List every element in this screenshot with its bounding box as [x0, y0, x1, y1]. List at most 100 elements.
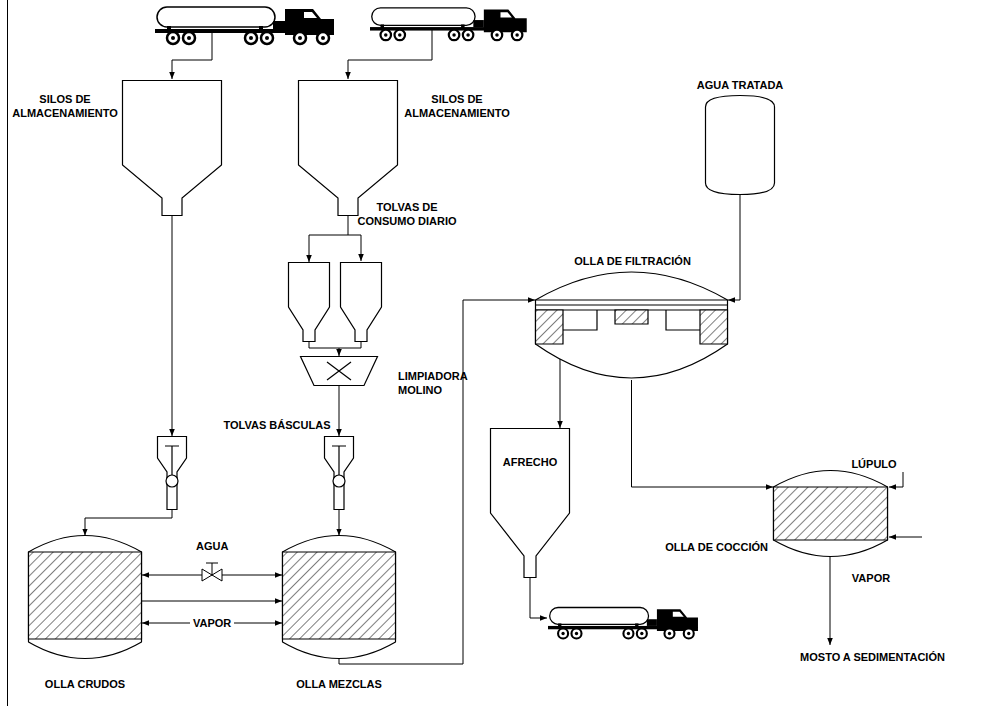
flow-line — [309, 342, 339, 356]
vessel-stroke — [165, 446, 179, 475]
tanker-truck — [370, 8, 527, 40]
frame-line — [7, 0, 8, 706]
equipment-label: TOLVAS BÁSCULAS — [222, 418, 332, 432]
feed-line — [348, 30, 432, 79]
vessel-outline — [773, 462, 888, 567]
daily-hoppers: TOLVAS DE CONSUMO DIARIO — [288, 200, 462, 342]
stream-label: LÚPULO — [846, 457, 902, 471]
vessel-drawing — [705, 95, 775, 195]
vessel-stroke — [29, 536, 142, 659]
feed-line — [889, 472, 903, 487]
flow-line — [560, 359, 561, 428]
feed-line — [172, 30, 212, 79]
vessel-stroke — [166, 475, 178, 487]
merge-line — [339, 342, 361, 348]
vessel-stroke — [289, 263, 330, 342]
vessel-drawing — [324, 436, 354, 510]
equipment-label: SILOS DE ALMACENAMIENTO — [8, 92, 122, 120]
discharge-line — [530, 578, 547, 618]
lauter-tun: OLLA DE FILTRACIÓN — [535, 254, 728, 380]
vessel-stroke — [325, 437, 354, 510]
vessel-drawing — [28, 527, 142, 667]
vessel-outline — [157, 436, 187, 510]
cereal-cooker: OLLA CRUDOS — [28, 527, 142, 691]
vessel-stroke — [706, 96, 775, 195]
equipment-label: TOLVAS DE CONSUMO DIARIO — [352, 200, 462, 228]
equipment-label: OLLA CRUDOS — [28, 677, 142, 691]
line-label: AGUA — [193, 539, 231, 553]
tanker-truck — [155, 7, 334, 44]
vessel-stroke — [341, 263, 382, 342]
vessel-drawing — [773, 462, 888, 567]
vessel-stroke — [283, 552, 396, 639]
stream-label: MOSTO A SEDIMENTACIÓN — [780, 650, 965, 664]
vessel-outline — [535, 272, 728, 380]
vessel-stroke — [327, 362, 351, 380]
vessel-stroke — [158, 437, 187, 510]
vessel-drawing — [490, 428, 570, 578]
equipment-label: OLLA DE COCCIÓN — [663, 540, 768, 554]
flow-line — [309, 216, 348, 262]
vessel-stroke — [563, 310, 700, 330]
flow-line — [339, 510, 340, 536]
equipment-label: SILOS DE ALMACENAMIENTO — [400, 92, 514, 120]
vessel-drawing — [298, 80, 398, 216]
mash-tun: OLLA MEZCLAS — [282, 527, 396, 691]
vessel-drawing — [282, 527, 396, 667]
vessel-stroke — [774, 471, 888, 557]
equipment-label: OLLA MEZCLAS — [282, 677, 396, 691]
vessel-outline — [340, 262, 382, 342]
flow-line — [172, 216, 173, 436]
outlet-line — [830, 557, 831, 645]
wort-kettle: OLLA DE COCCIÓN — [663, 462, 888, 567]
equipment-label: LIMPIADORA MOLINO — [398, 369, 478, 397]
flow-line — [339, 386, 340, 436]
vessel-stroke — [333, 475, 345, 487]
storage-silo: SILOS DE ALMACENAMIENTO — [298, 80, 514, 216]
vessel-outline — [490, 428, 570, 578]
vessel-drawing — [122, 80, 222, 216]
split-line — [348, 235, 361, 261]
equipment-label: AGUA TRATADA — [690, 78, 790, 92]
vessel-stroke — [332, 446, 346, 475]
flow-line — [632, 380, 774, 487]
vessel-drawing — [300, 356, 378, 386]
vessel-drawing — [535, 272, 728, 380]
vessel-drawing — [288, 262, 330, 342]
vessel-stroke — [299, 81, 398, 216]
feed-line — [889, 537, 922, 538]
vessel-outline — [282, 527, 396, 667]
vessel-stroke — [29, 552, 142, 639]
vessel-stroke — [536, 300, 728, 310]
storage-silo: SILOS DE ALMACENAMIENTO — [8, 80, 222, 216]
scale-hoppers: TOLVAS BÁSCULAS — [157, 418, 354, 510]
vessel-stroke — [301, 357, 378, 386]
vessel-outline — [122, 80, 222, 216]
vessel-stroke — [536, 272, 728, 378]
flow-line — [142, 601, 282, 602]
vessel-outline — [300, 356, 378, 386]
vessel-outline — [705, 95, 775, 195]
vessel-stroke — [283, 536, 396, 659]
vessel-outline — [288, 262, 330, 342]
stream-label: VAPOR — [848, 571, 894, 585]
vessel-drawing — [340, 262, 382, 342]
vessel-stroke — [123, 81, 222, 216]
vessel-stroke — [700, 310, 728, 344]
equipment-label: OLLA DE FILTRACIÓN — [555, 254, 710, 268]
tanker-truck — [548, 608, 698, 639]
equipment-label: AFRECHO — [490, 455, 570, 469]
vessel-stroke — [491, 429, 570, 578]
flow-line — [85, 510, 172, 536]
vessel-outline — [28, 527, 142, 667]
vessel-drawing — [157, 436, 187, 510]
vessel-stroke — [774, 487, 888, 540]
vessel-outline — [324, 436, 354, 510]
water-tank: AGUA TRATADA — [690, 78, 790, 195]
spent-grain-silo: AFRECHO — [490, 428, 570, 578]
vessel-stroke — [615, 310, 648, 324]
vessel-stroke — [536, 310, 564, 344]
line-label: VAPOR — [190, 616, 234, 630]
vessel-outline — [298, 80, 398, 216]
